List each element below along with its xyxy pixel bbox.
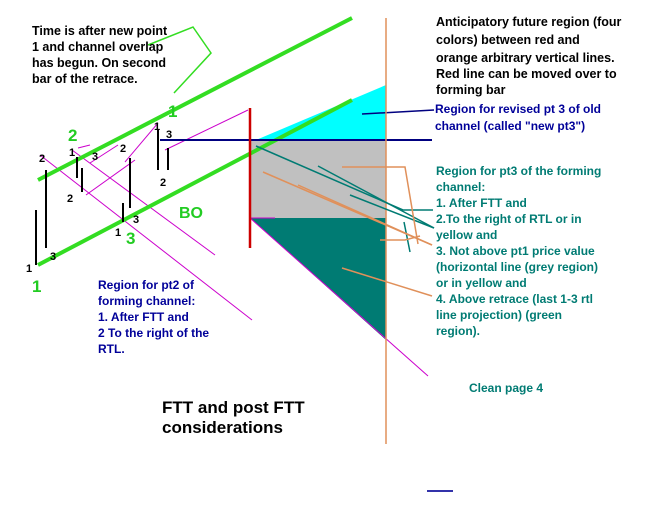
point-1b: 1 — [115, 227, 121, 239]
teal-callouts — [255, 145, 435, 253]
point-3b: 3 — [50, 251, 56, 263]
diagram-title: FTT and post FTT considerations — [162, 398, 309, 437]
pt3-forming-note: Region for pt3 of the forming channel: 1… — [436, 164, 605, 338]
revised-pt3-note: Region for revised pt 3 of old channel (… — [435, 102, 604, 133]
cyan-region — [256, 85, 386, 140]
point-1a: 1 — [69, 147, 75, 159]
point-3d: 3 — [166, 129, 172, 141]
green-channel-upper — [37, 16, 353, 182]
point-2d: 2 — [160, 177, 166, 189]
point-2b: 2 — [67, 193, 73, 205]
green-callout-arrow — [147, 26, 212, 94]
clean-page-label: Clean page 4 — [469, 381, 543, 395]
anticipatory-note: Anticipatory future region (four colors)… — [436, 15, 625, 97]
point-1c: 1 — [154, 121, 160, 133]
green-point-1-top: 1 — [168, 102, 177, 121]
point-2c: 2 — [120, 143, 126, 155]
orange-callouts — [262, 166, 433, 297]
price-bars — [35, 130, 169, 265]
green-channel-lower — [37, 98, 353, 267]
point-3c: 3 — [133, 214, 139, 226]
point-1d: 1 — [26, 263, 32, 275]
point-3a: 3 — [92, 151, 98, 163]
navy-callout-arrow — [361, 109, 435, 115]
magenta-lines — [39, 109, 429, 377]
grey-region — [250, 140, 386, 218]
green-point-1-bottom: 1 — [32, 277, 41, 296]
green-point-3: 3 — [126, 229, 135, 248]
green-point-2: 2 — [68, 126, 77, 145]
time-note: Time is after new point 1 and channel ov… — [32, 24, 171, 86]
small-mark — [427, 490, 453, 492]
pt2-forming-note: Region for pt2 of forming channel: 1. Af… — [98, 278, 212, 356]
point-2a: 2 — [39, 153, 45, 165]
bo-label: BO — [179, 205, 203, 222]
